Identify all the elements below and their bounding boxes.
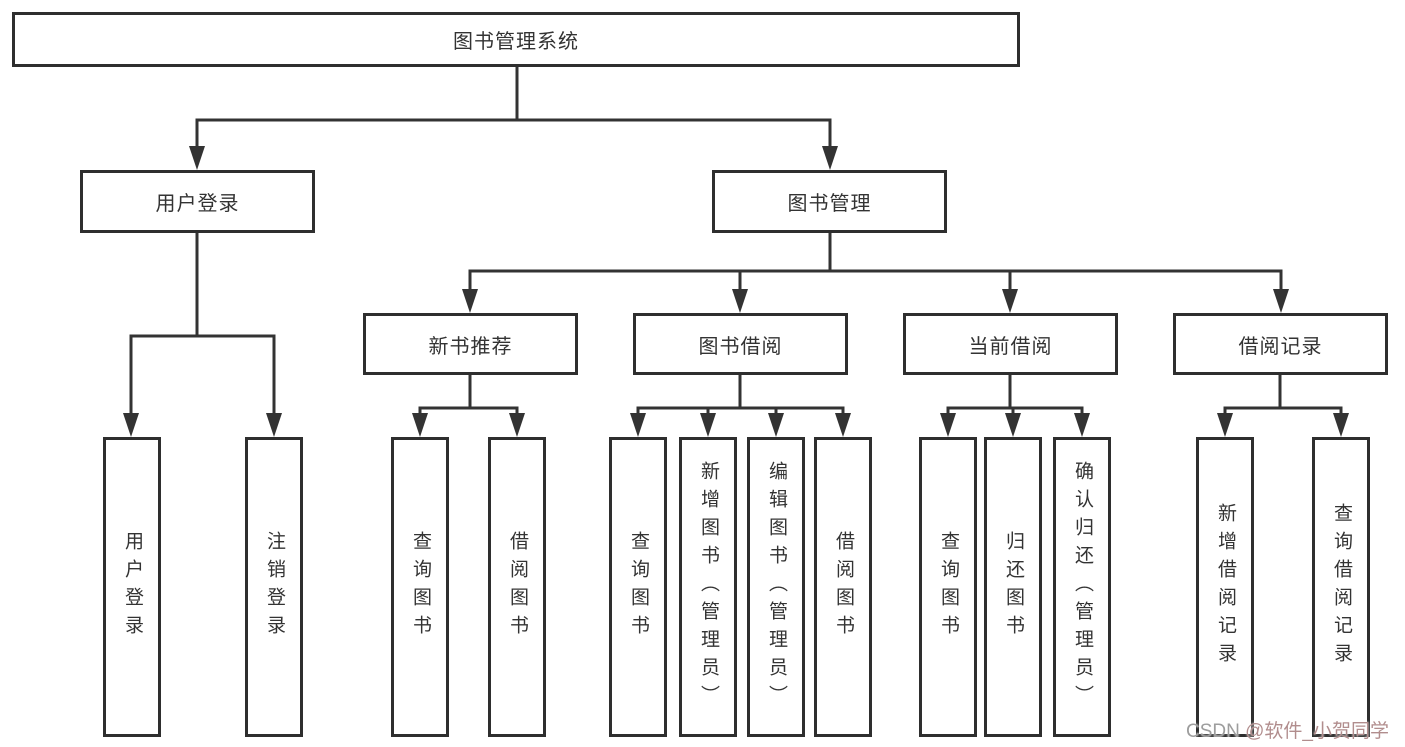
book-borrow-children-connector	[630, 373, 851, 437]
arrowhead	[732, 289, 748, 313]
node-user-login: 用户登录	[80, 170, 315, 233]
node-new-book-recommend: 新书推荐	[363, 313, 578, 375]
node-borrow-records-label: 借阅记录	[1238, 335, 1323, 358]
leaf-add-borrow-record: 新增借阅记录	[1196, 437, 1254, 737]
arrowhead	[1217, 413, 1233, 437]
leaf-confirm-return-admin: 确认归还（管理员）	[1053, 437, 1111, 737]
arrowhead	[266, 413, 282, 437]
node-current-borrow-label: 当前借阅	[968, 335, 1053, 358]
arrowhead	[1074, 413, 1090, 437]
node-current-borrow: 当前借阅	[903, 313, 1118, 375]
node-book-management: 图书管理	[712, 170, 947, 233]
current-borrow-children-connector	[940, 373, 1090, 437]
node-borrow-records: 借阅记录	[1173, 313, 1388, 375]
leaf-user-login: 用户登录	[103, 437, 161, 737]
leaf-query-books-borrow: 查询图书	[609, 437, 667, 737]
leaf-edit-book-admin: 编辑图书（管理员）	[747, 437, 805, 737]
arrowhead	[940, 413, 956, 437]
leaf-query-borrow-record-label: 查询借阅记录	[1330, 503, 1352, 671]
root-to-level2-connector	[189, 67, 838, 170]
leaf-logout-label: 注销登录	[263, 531, 285, 643]
leaf-return-book-label: 归还图书	[1002, 531, 1024, 643]
arrowhead	[462, 289, 478, 313]
leaf-query-books-current: 查询图书	[919, 437, 977, 737]
leaf-add-book-admin: 新增图书（管理员）	[679, 437, 737, 737]
leaf-edit-book-admin-label: 编辑图书（管理员）	[765, 461, 787, 713]
arrowhead	[1005, 413, 1021, 437]
borrow-records-children-connector	[1217, 373, 1349, 437]
leaf-query-books-borrow-label: 查询图书	[627, 531, 649, 643]
leaf-query-books-recommend: 查询图书	[391, 437, 449, 737]
leaf-return-book: 归还图书	[984, 437, 1042, 737]
csdn-watermark: CSDN @软件_小贺同学	[1186, 716, 1389, 743]
arrowhead	[1002, 289, 1018, 313]
arrowhead	[1273, 289, 1289, 313]
book-management-children-connector	[462, 233, 1289, 313]
arrowhead	[189, 146, 205, 170]
leaf-add-borrow-record-label: 新增借阅记录	[1214, 503, 1236, 671]
arrowhead	[768, 413, 784, 437]
node-book-borrow: 图书借阅	[633, 313, 848, 375]
arrowhead	[509, 413, 525, 437]
arrowhead	[822, 146, 838, 170]
leaf-borrow-books-recommend: 借阅图书	[488, 437, 546, 737]
node-new-book-recommend-label: 新书推荐	[428, 335, 513, 358]
leaf-user-login-label: 用户登录	[121, 531, 143, 643]
leaf-add-book-admin-label: 新增图书（管理员）	[697, 461, 719, 713]
node-root: 图书管理系统	[12, 12, 1020, 67]
node-book-borrow-label: 图书借阅	[698, 335, 783, 358]
node-user-login-label: 用户登录	[155, 193, 240, 215]
leaf-borrow-books-recommend-label: 借阅图书	[506, 531, 528, 643]
leaf-borrow-books-label: 借阅图书	[832, 531, 854, 643]
watermark-handle: @软件_小贺同学	[1245, 721, 1389, 742]
leaf-borrow-books: 借阅图书	[814, 437, 872, 737]
leaf-confirm-return-admin-label: 确认归还（管理员）	[1071, 461, 1093, 713]
arrowhead	[700, 413, 716, 437]
leaf-query-books-current-label: 查询图书	[937, 531, 959, 643]
arrowhead	[835, 413, 851, 437]
node-root-label: 图书管理系统	[453, 31, 579, 53]
leaf-query-books-recommend-label: 查询图书	[409, 531, 431, 643]
arrowhead	[1333, 413, 1349, 437]
user-login-children-connector	[123, 233, 282, 437]
arrowhead	[412, 413, 428, 437]
node-book-management-label: 图书管理	[787, 193, 872, 215]
leaf-query-borrow-record: 查询借阅记录	[1312, 437, 1370, 737]
arrowhead	[123, 413, 139, 437]
arrowhead	[630, 413, 646, 437]
leaf-logout: 注销登录	[245, 437, 303, 737]
watermark-prefix: CSDN	[1186, 721, 1246, 742]
new-book-recommend-children-connector	[412, 373, 525, 437]
